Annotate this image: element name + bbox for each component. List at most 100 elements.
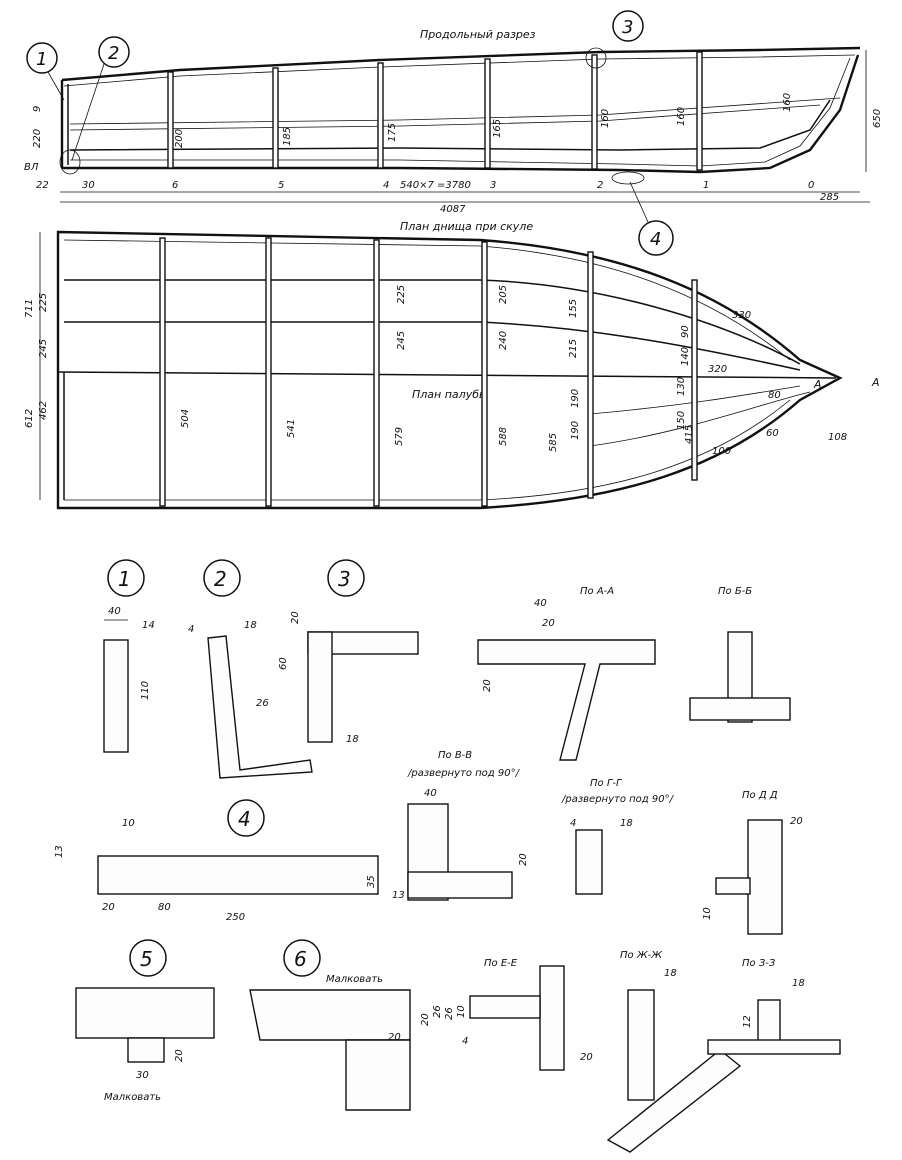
- detail-1-t: 14: [142, 620, 155, 631]
- frame-4: [377, 62, 384, 169]
- frame-5: [272, 67, 279, 169]
- section-dd-title: По Д Д: [742, 790, 778, 801]
- dim-v90: 90: [680, 325, 691, 338]
- section-dd-a: 20: [790, 816, 803, 827]
- callout-2: 2: [108, 43, 119, 64]
- detail-5-label: Малковать: [104, 1092, 161, 1103]
- longitudinal-section-title: Продольный разрез: [420, 28, 536, 41]
- section-zhzh-frame: [627, 989, 655, 1101]
- callout-leader-2: [71, 63, 105, 161]
- detail-3: 3 20 60 18: [278, 559, 419, 745]
- dim-711: 711: [24, 299, 35, 318]
- dim-245: 245: [38, 339, 49, 358]
- frame-1: [696, 51, 703, 171]
- callout-area-4: [611, 171, 645, 185]
- section-zhzh-a: 18: [664, 968, 677, 979]
- section-vv-title: По В-В: [438, 750, 472, 761]
- waterline-label: ВЛ: [24, 162, 39, 173]
- detail-6-label: Малковать: [326, 974, 383, 985]
- detail-3-b: 18: [346, 734, 359, 745]
- section-vv-b: 20: [518, 853, 529, 866]
- frame-label-4: 4: [383, 180, 389, 191]
- section-zz: По З-З 18 12: [707, 958, 841, 1055]
- detail-5-number: 5: [140, 947, 153, 971]
- section-aa-part: [477, 639, 656, 761]
- plan-bottom-title: План днища при скуле: [400, 220, 533, 233]
- detail-2-b: 18: [244, 620, 257, 631]
- details: 1 40 14 110 2 4 18 26 3 20 60 18: [54, 559, 841, 1153]
- dim-225: 225: [38, 293, 49, 312]
- dim-612: 612: [24, 409, 35, 428]
- dim-650: 650: [872, 109, 883, 128]
- dim-h200: 200: [174, 129, 185, 148]
- detail-6-frame: [345, 1039, 411, 1111]
- dim-220: 220: [32, 129, 43, 148]
- section-ee-frame: [539, 965, 565, 1071]
- section-zhzh: По Ж-Ж 18: [606, 950, 742, 1153]
- dim-h165: 165: [492, 119, 503, 138]
- section-bb: По Б-Б: [689, 586, 791, 723]
- plan-frames: [159, 237, 698, 507]
- section-gg-note: /развернуто под 90°/: [561, 794, 675, 805]
- detail-2-number: 2: [214, 567, 227, 591]
- detail-3-number: 3: [338, 567, 351, 591]
- dim-v240: 240: [498, 331, 509, 350]
- frame-spacing-dim: 540×7 =3780: [400, 180, 471, 191]
- deck-stringer-2: [589, 391, 811, 447]
- plan-frame-1: [691, 279, 698, 481]
- section-gg-a: 4: [570, 818, 576, 829]
- dim-v320: 320: [708, 364, 727, 375]
- dim-v330: 330: [732, 310, 751, 321]
- detail-6: 6 Малковать 20 26 20: [249, 939, 443, 1111]
- section-vv-c: 13: [392, 890, 405, 901]
- detail-4-b: 13: [54, 845, 65, 858]
- hull-inner-top: [63, 239, 791, 361]
- frame-label-0: 0: [808, 180, 814, 191]
- detail-6-number: 6: [294, 947, 307, 971]
- dim-v225: 225: [396, 285, 407, 304]
- bottom-inner-line: [70, 57, 851, 167]
- deck-stringer-1: [589, 385, 801, 415]
- dim-h175: 175: [387, 123, 398, 142]
- dim-v130: 130: [676, 377, 687, 396]
- sheer-line: [61, 46, 861, 82]
- section-ee-title: По Е-Е: [484, 958, 518, 969]
- longitudinal-section: Продольный разрез 200 185 175 165 160: [24, 10, 883, 256]
- dim-total: 4087: [440, 204, 466, 215]
- frame-2: [591, 54, 598, 170]
- detail-3-h: 60: [278, 657, 289, 670]
- detail-1: 1 40 14 110: [103, 559, 155, 753]
- detail-4-e: 250: [226, 912, 245, 923]
- dim-9: 9: [32, 106, 43, 112]
- section-vv-note: /развернуто под 90°/: [407, 768, 521, 779]
- dim-v80: 80: [768, 390, 781, 401]
- detail-2-c: 26: [256, 698, 269, 709]
- callout-leader-4: [629, 181, 649, 223]
- dim-v100: 100: [712, 446, 731, 457]
- dim-v588: 588: [498, 427, 509, 446]
- detail-5-a: 20: [174, 1049, 185, 1062]
- detail-1-w: 40: [108, 606, 121, 617]
- section-ee-c: 4: [462, 1036, 468, 1047]
- detail-3-frame: [307, 631, 333, 743]
- detail-6-c: 20: [388, 1032, 401, 1043]
- dim-v140: 140: [680, 347, 691, 366]
- section-ee-stringer: [469, 995, 541, 1019]
- dim-h160a: 160: [600, 109, 611, 128]
- callout-4: 4: [650, 229, 661, 250]
- section-zhzh-title: По Ж-Ж: [620, 950, 663, 961]
- frame-label-2: 2: [597, 180, 603, 191]
- centerline: [57, 371, 837, 379]
- section-dd-block: [715, 877, 751, 895]
- detail-2-circle: [203, 559, 241, 597]
- section-zz-b: 12: [742, 1015, 753, 1028]
- section-vv-a: 40: [424, 788, 437, 799]
- keel-line: [62, 54, 860, 174]
- callout-3: 3: [622, 17, 633, 38]
- section-aa: По А-А 40 20 20: [477, 586, 656, 761]
- callout-circle-4: [638, 220, 674, 256]
- detail-4-part: [97, 855, 379, 895]
- section-aa-b: 20: [542, 618, 555, 629]
- detail-4-c: 20: [102, 902, 115, 913]
